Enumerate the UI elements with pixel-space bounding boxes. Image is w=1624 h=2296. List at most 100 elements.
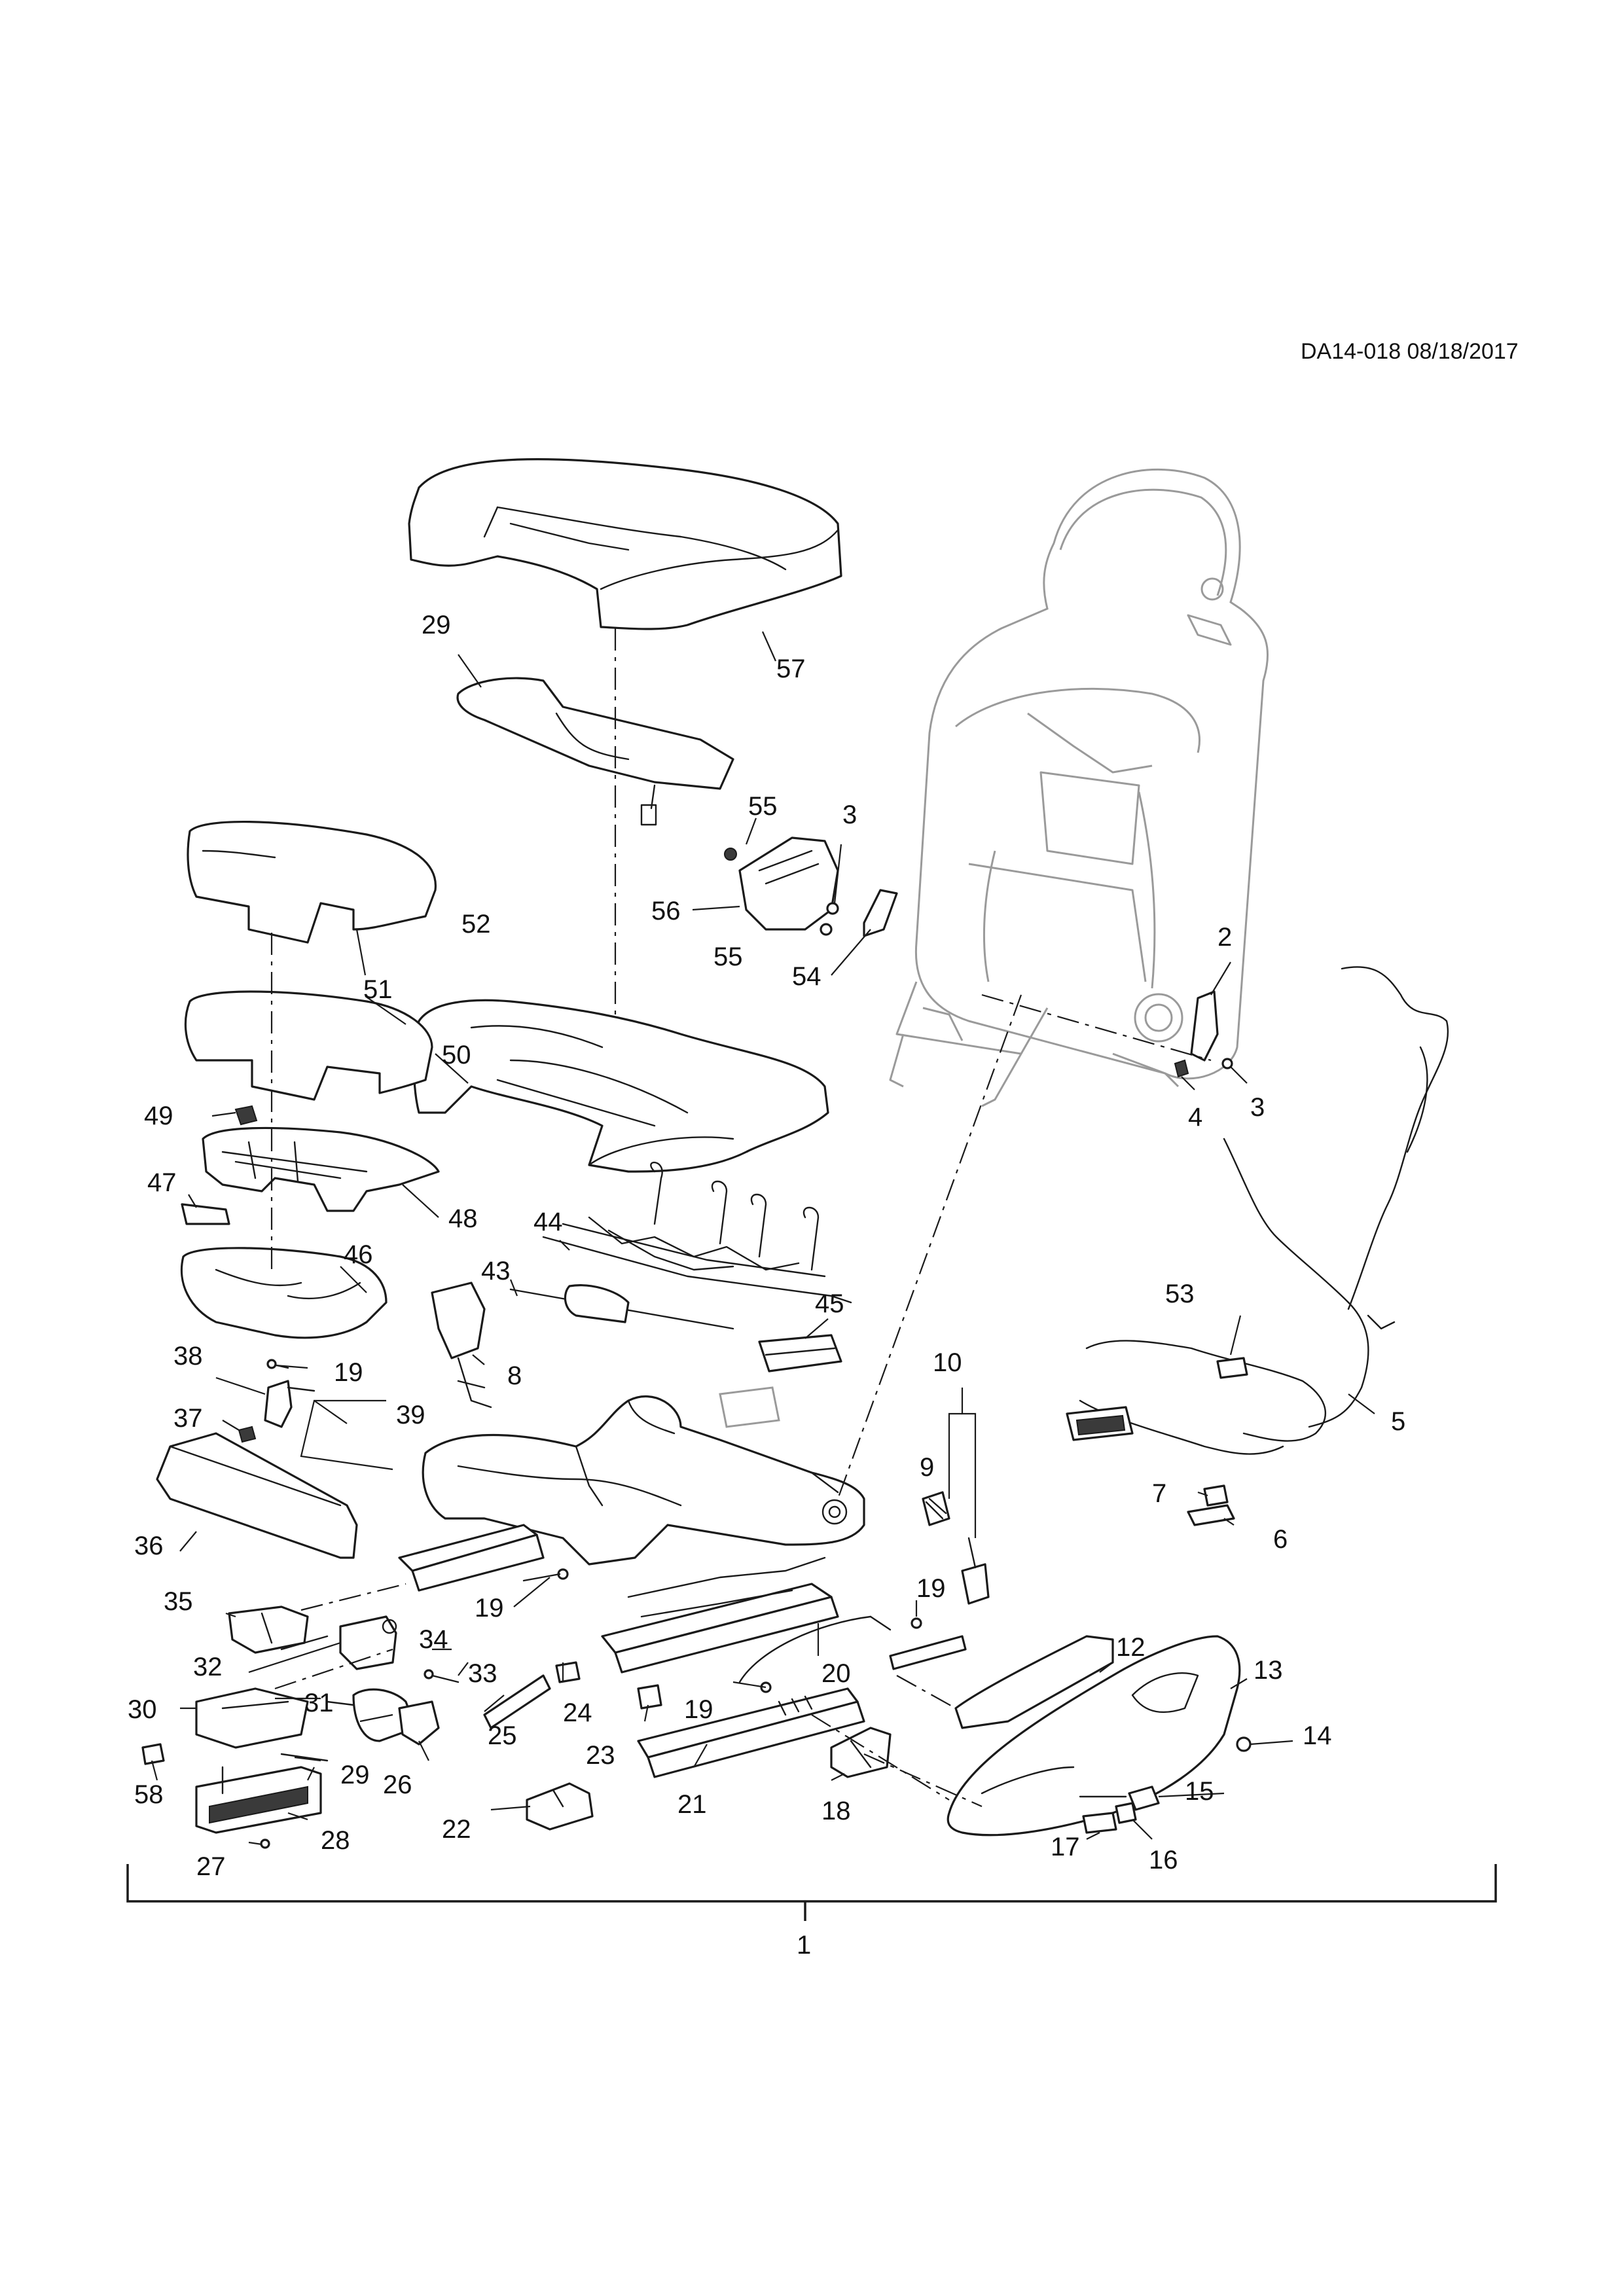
knob-17: [1082, 1812, 1117, 1834]
seat-cushion-pad: [412, 999, 829, 1173]
callout-19-mid: 19: [475, 1594, 504, 1623]
bracket-6: [1187, 1504, 1235, 1526]
callout-3-right: 3: [1250, 1093, 1265, 1122]
callout-37: 37: [173, 1404, 203, 1433]
module-bracket-30: [195, 1687, 309, 1749]
bracket-18: [830, 1727, 892, 1778]
callout-27: 27: [196, 1852, 226, 1881]
recliner-cover-56: [738, 836, 839, 931]
callout-48: 48: [448, 1204, 478, 1233]
screw-3-top: [826, 902, 839, 915]
callout-55-top: 55: [748, 792, 778, 821]
callout-32: 32: [193, 1653, 223, 1681]
bracket-54: [863, 889, 898, 937]
callout-50: 50: [442, 1041, 471, 1069]
seat-track-left: [398, 1524, 545, 1592]
leader-lines: [151, 631, 1375, 1846]
callout-16: 16: [1149, 1846, 1178, 1874]
seat-cushion-cover: [408, 458, 842, 630]
link-rod-20: [738, 1615, 892, 1683]
front-trim-panel: [156, 1432, 358, 1559]
assembly-lines: [270, 628, 1212, 1808]
seat-track-right: [601, 1556, 839, 1674]
lower-heater-mat: [202, 1126, 440, 1212]
knob-16: [1115, 1802, 1137, 1824]
recliner-shaft: [889, 1635, 967, 1670]
harness-29-lower: [280, 1753, 329, 1762]
seat-switch-9: [922, 1491, 950, 1526]
callout-labels: 57 29 55 3 56 55 54 52 51 50 49 47 48 46…: [128, 611, 1405, 1960]
callout-35: 35: [164, 1587, 193, 1616]
bracket-38: [264, 1380, 316, 1428]
washer-55-bottom: [820, 923, 833, 936]
seat-motor-34: [339, 1615, 397, 1670]
clip-part-49: [234, 1105, 258, 1126]
callout-22: 22: [442, 1815, 471, 1844]
callout-25: 25: [488, 1721, 517, 1750]
module-32: [280, 1635, 329, 1651]
callout-19-right: 19: [916, 1574, 946, 1603]
bolt-33: [424, 1669, 460, 1683]
outer-side-shield: [947, 1635, 1241, 1837]
callout-53: 53: [1165, 1280, 1195, 1308]
callout-5: 5: [1391, 1407, 1405, 1436]
callout-43: 43: [481, 1257, 511, 1285]
seat-control-module: [195, 1766, 322, 1834]
callout-1: 1: [797, 1931, 811, 1960]
callout-3-top: 3: [842, 800, 857, 829]
seat-frame: [422, 1395, 865, 1566]
callout-51: 51: [363, 975, 393, 1004]
switch-10: [961, 1537, 990, 1605]
screw-27: [260, 1839, 270, 1849]
callout-33: 33: [468, 1659, 497, 1688]
callout-12: 12: [1116, 1633, 1146, 1662]
bolt-19-d: [911, 1617, 922, 1629]
callout-8: 8: [507, 1361, 522, 1390]
callout-29-bottom: 29: [340, 1761, 370, 1789]
callout-13: 13: [1254, 1656, 1283, 1685]
seat-rail-21: [637, 1687, 865, 1778]
assembly-bracket: [126, 1864, 1497, 1921]
callout-57: 57: [776, 655, 806, 683]
callout-55-bottom: 55: [713, 942, 743, 971]
callout-17: 17: [1051, 1833, 1080, 1861]
seatback-ghost-outline: [889, 468, 1269, 1107]
seat-belt-buckle: [431, 1282, 492, 1408]
callout-36: 36: [134, 1532, 164, 1560]
callout-26: 26: [383, 1770, 412, 1799]
clip-58: [141, 1743, 165, 1765]
link-25: [483, 1674, 551, 1729]
callout-2: 2: [1218, 923, 1232, 952]
callout-19-bottom: 19: [684, 1695, 713, 1724]
screw-14: [1236, 1736, 1252, 1752]
lower-cushion-pad: [180, 1247, 388, 1339]
side-cover-12: [954, 1635, 1114, 1729]
callout-30: 30: [128, 1695, 157, 1724]
callout-28: 28: [321, 1826, 350, 1855]
callout-9: 9: [920, 1453, 934, 1482]
callout-20: 20: [821, 1659, 851, 1688]
bolt-4: [1174, 1059, 1189, 1078]
callout-54: 54: [792, 962, 821, 991]
front-cushion-pad-top: [187, 820, 437, 944]
front-cushion-pad: [184, 990, 433, 1101]
callout-45: 45: [815, 1289, 844, 1318]
callout-6: 6: [1273, 1525, 1288, 1554]
clip-23: [637, 1684, 662, 1710]
seat-heater-element: [456, 677, 734, 826]
callout-14: 14: [1303, 1721, 1332, 1750]
callout-34: 34: [419, 1625, 448, 1654]
callout-15: 15: [1185, 1777, 1214, 1806]
bolt-19-a: [522, 1568, 569, 1582]
callout-10: 10: [933, 1348, 962, 1377]
callout-31: 31: [304, 1689, 334, 1717]
bolt-37: [238, 1426, 257, 1443]
seat-motor-31: [326, 1688, 417, 1742]
lumbar-actuator-43: [509, 1284, 734, 1330]
clip-7: [1203, 1484, 1229, 1507]
callout-38: 38: [173, 1342, 203, 1371]
nut-24: [555, 1661, 581, 1683]
spring-mat-44: [542, 1162, 852, 1304]
connector-47: [181, 1203, 230, 1225]
